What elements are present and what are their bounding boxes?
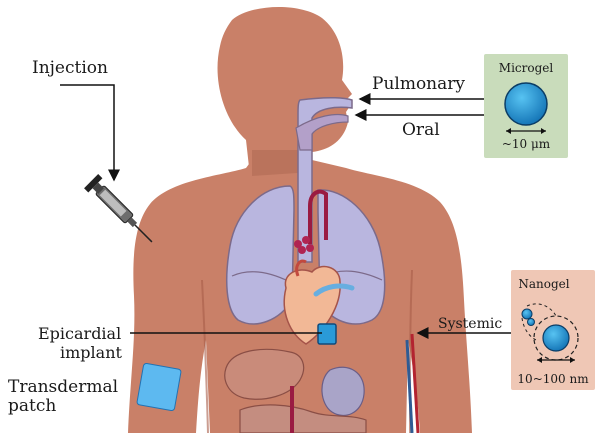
nanogel-panel: Nanogel 10~100 nm (511, 270, 595, 390)
transdermal-patch-visual (137, 363, 182, 411)
nanogel-title: Nanogel (518, 277, 569, 291)
nanogel-particle (543, 325, 569, 351)
nanogel-small-2 (528, 319, 535, 326)
injection-arrow (60, 85, 114, 180)
microgel-size: ~10 μm (502, 137, 551, 151)
stomach (322, 367, 364, 415)
label-transdermal-1: Transdermal (8, 377, 118, 397)
microgel-particle (505, 83, 547, 125)
label-pulmonary: Pulmonary (372, 74, 465, 94)
label-epicardial-2: implant (60, 343, 122, 362)
label-systemic: Systemic (438, 316, 502, 332)
nanogel-small-1 (522, 309, 532, 319)
label-transdermal-2: patch (8, 396, 56, 416)
microgel-panel: Microgel ~10 μm (484, 54, 568, 158)
label-oral: Oral (402, 120, 440, 140)
label-injection: Injection (32, 58, 108, 78)
label-epicardial-1: Epicardial (38, 324, 121, 343)
microgel-title: Microgel (499, 61, 554, 75)
epicardial-patch (318, 324, 336, 344)
nanogel-size: 10~100 nm (517, 372, 589, 386)
